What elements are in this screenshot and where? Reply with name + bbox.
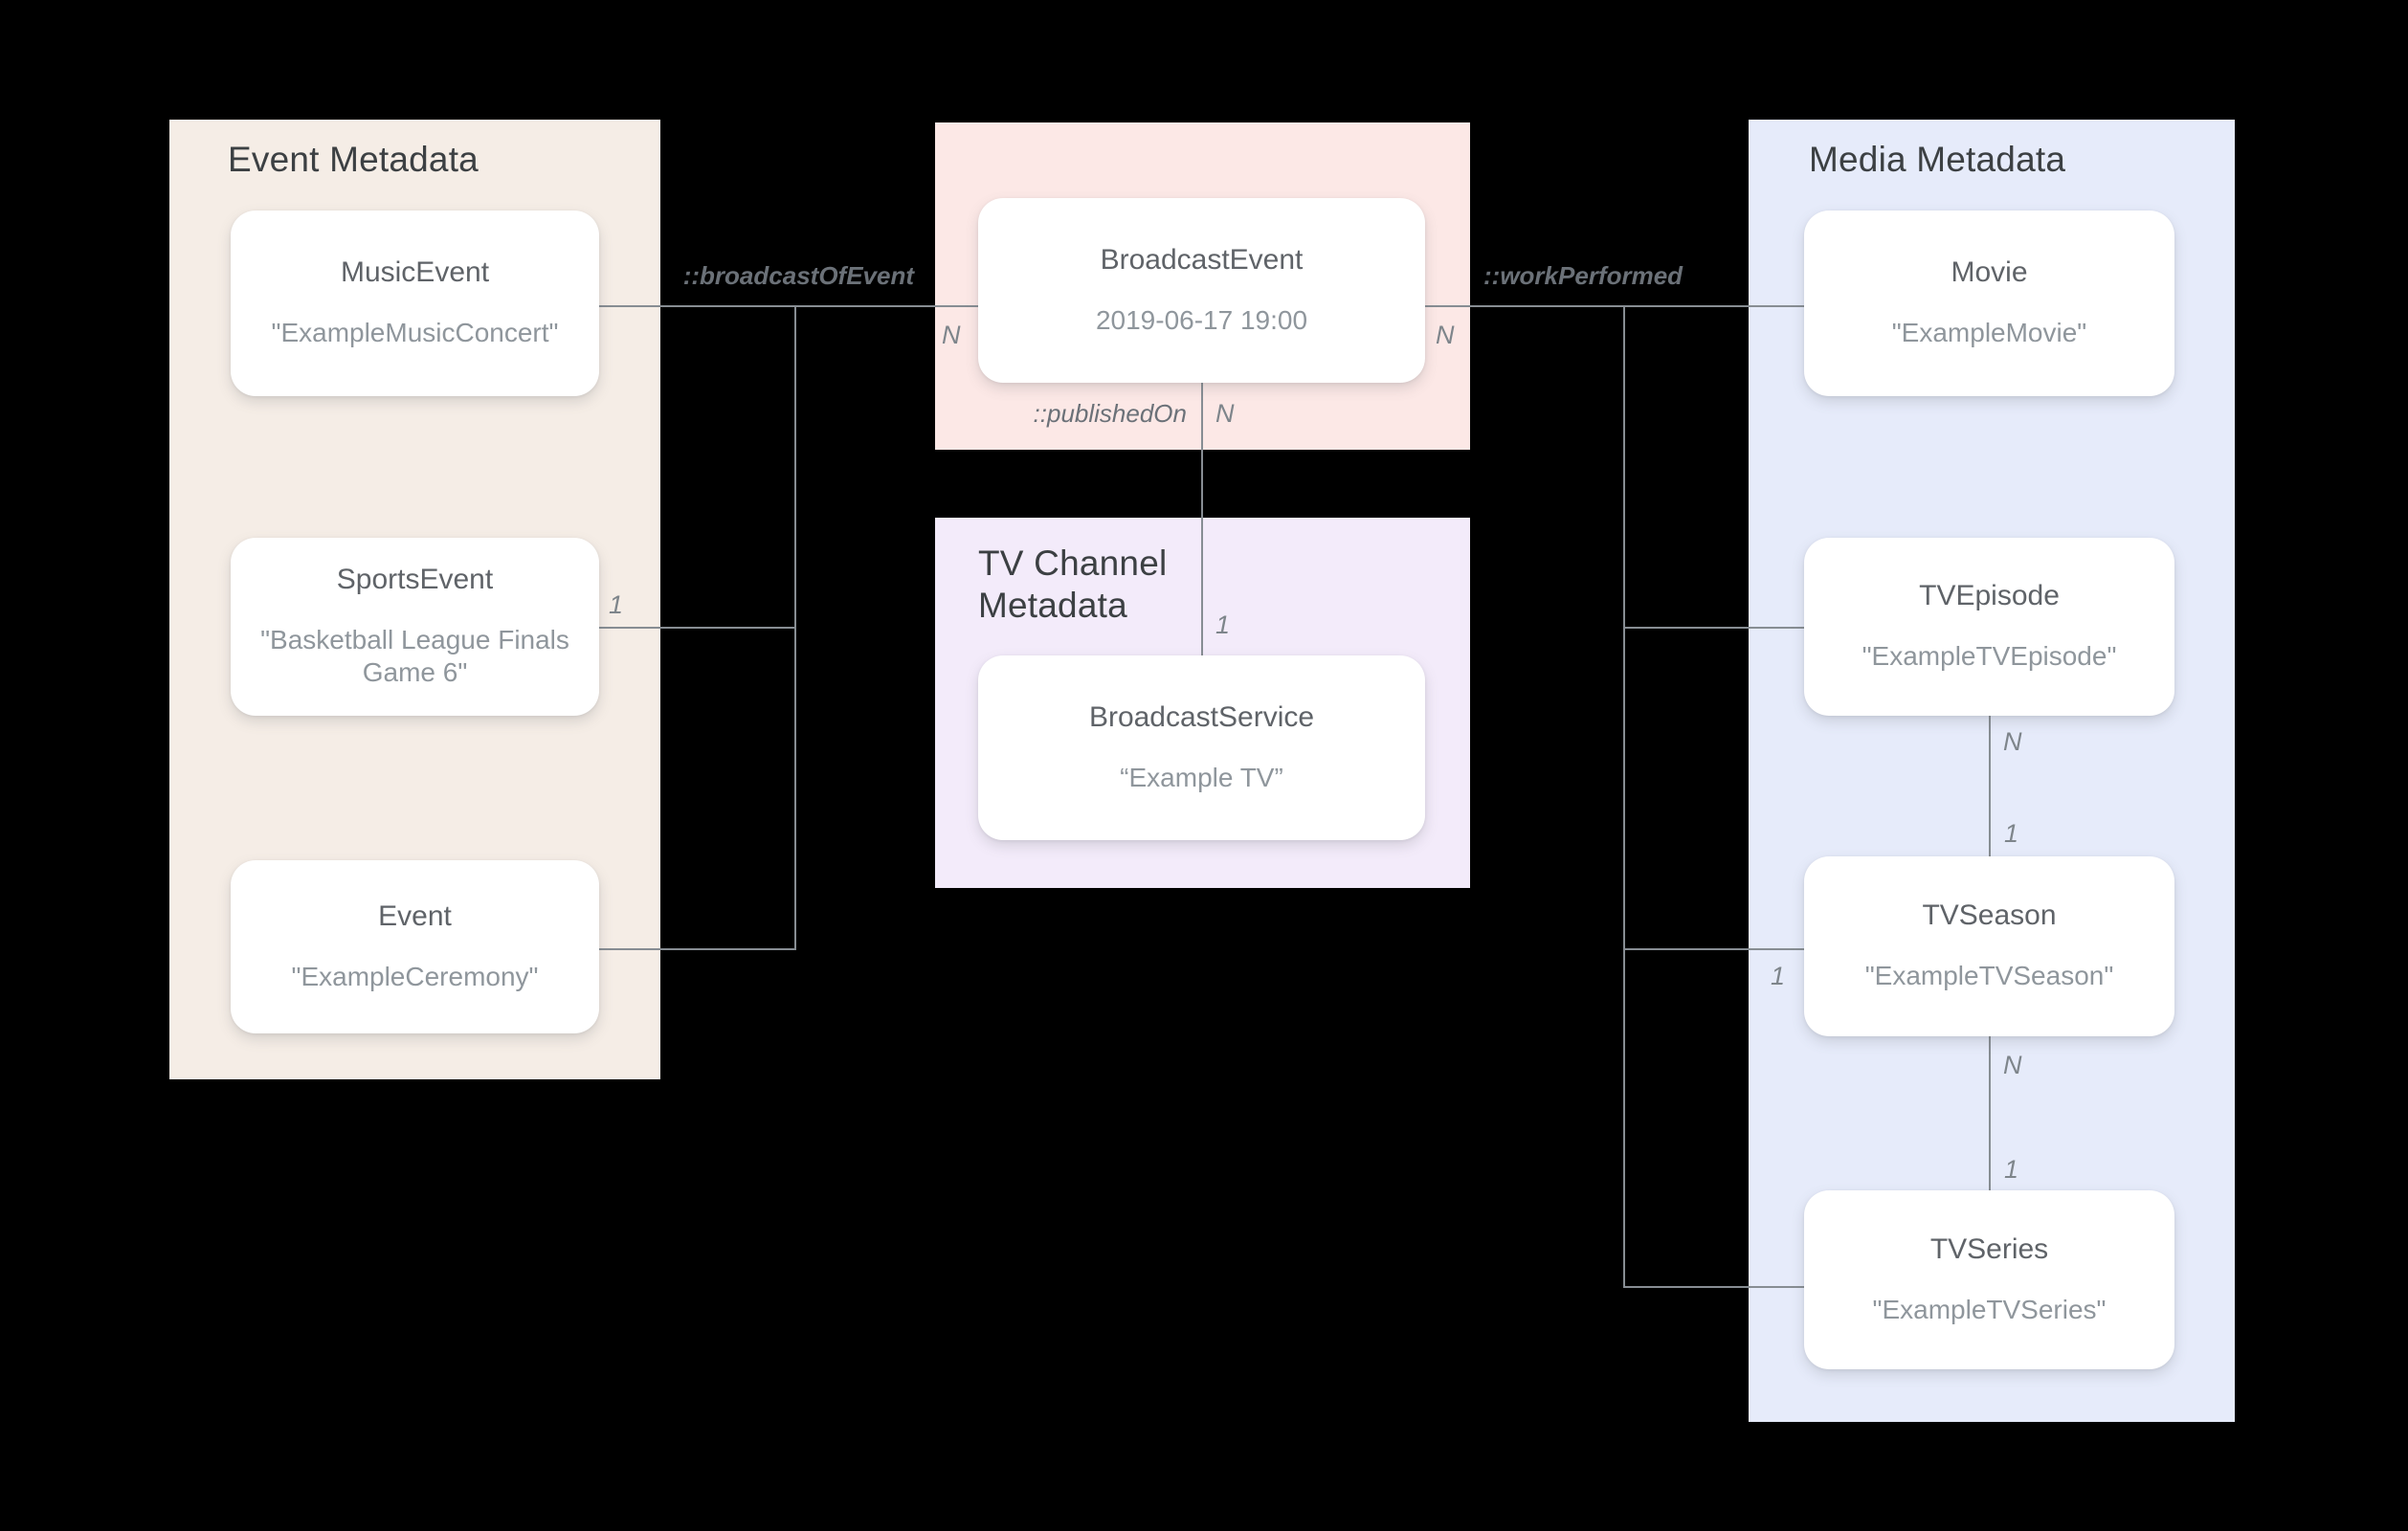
connector-tvseason-tvseries bbox=[1989, 1036, 1991, 1190]
node-broadcast-event: BroadcastEvent 2019-06-17 19:00 bbox=[978, 198, 1425, 383]
connector-event-branch bbox=[599, 948, 796, 950]
multiplicity-season-series-1: 1 bbox=[2004, 1155, 2019, 1184]
node-music-event: MusicEvent "ExampleMusicConcert" bbox=[231, 211, 599, 396]
node-event-title: Event bbox=[378, 899, 452, 932]
node-movie: Movie "ExampleMovie" bbox=[1804, 211, 2174, 396]
node-music-event-subtitle: "ExampleMusicConcert" bbox=[271, 318, 559, 347]
connector-media-trunk bbox=[1623, 305, 1625, 1288]
relation-label-broadcastofevent: ::broadcastOfEvent bbox=[682, 261, 914, 290]
multiplicity-publishedon-1: 1 bbox=[1215, 610, 1231, 639]
node-tv-season-subtitle: "ExampleTVSeason" bbox=[1864, 961, 2114, 990]
connector-tvepisode-tvseason bbox=[1989, 716, 1991, 856]
connector-publishedon bbox=[1201, 383, 1203, 655]
node-broadcast-service-title: BroadcastService bbox=[1088, 700, 1315, 733]
connector-tvepisode-branch bbox=[1623, 627, 1806, 629]
node-event-subtitle: "ExampleCeremony" bbox=[291, 961, 539, 991]
relation-label-workperformed: ::workPerformed bbox=[1483, 261, 1683, 290]
relation-label-publishedon: ::publishedOn bbox=[1033, 399, 1187, 428]
node-music-event-title: MusicEvent bbox=[340, 256, 490, 288]
node-sports-event: SportsEvent "Basketball League Finals Ga… bbox=[231, 538, 599, 716]
multiplicity-episode-season-n: N bbox=[2003, 727, 2022, 756]
connector-musicevent-broadcastevent bbox=[599, 305, 978, 307]
node-broadcast-service-subtitle: “Example TV” bbox=[1120, 762, 1283, 792]
multiplicity-sportsevent-1: 1 bbox=[609, 590, 624, 619]
node-tv-season-title: TVSeason bbox=[1922, 899, 2057, 931]
node-broadcast-event-subtitle: 2019-06-17 19:00 bbox=[1095, 304, 1308, 335]
node-tv-series-title: TVSeries bbox=[1929, 1232, 2049, 1265]
node-sports-event-title: SportsEvent bbox=[336, 564, 494, 595]
multiplicity-episode-season-1: 1 bbox=[2004, 819, 2019, 848]
multiplicity-workperformed-n: N bbox=[1436, 321, 1455, 349]
node-event: Event "ExampleCeremony" bbox=[231, 860, 599, 1033]
panel-tv-channel-metadata-title: TV Channel Metadata bbox=[978, 544, 1168, 625]
connector-tvseries-branch bbox=[1623, 1286, 1806, 1288]
node-tv-episode-subtitle: "ExampleTVEpisode" bbox=[1862, 641, 2117, 671]
node-tv-episode-title: TVEpisode bbox=[1919, 580, 2060, 611]
node-movie-subtitle: "ExampleMovie" bbox=[1891, 318, 2087, 347]
connector-tvseason-branch bbox=[1623, 948, 1806, 950]
multiplicity-tvseason-branch-1: 1 bbox=[1771, 962, 1786, 990]
node-tv-series-subtitle: "ExampleTVSeries" bbox=[1872, 1294, 2107, 1324]
node-sports-event-subtitle: "Basketball League Finals Game 6" bbox=[260, 625, 569, 687]
panel-event-metadata-title: Event Metadata bbox=[228, 140, 479, 179]
node-broadcast-event-title: BroadcastEvent bbox=[1100, 243, 1304, 276]
connector-broadcastevent-movie bbox=[1425, 305, 1804, 307]
node-tv-episode: TVEpisode "ExampleTVEpisode" bbox=[1804, 538, 2174, 716]
connector-sportsevent-branch bbox=[599, 627, 796, 629]
panel-media-metadata-title: Media Metadata bbox=[1809, 140, 2066, 179]
node-broadcast-service: BroadcastService “Example TV” bbox=[978, 655, 1425, 840]
multiplicity-broadcastofevent-n: N bbox=[942, 321, 961, 349]
multiplicity-season-series-n: N bbox=[2003, 1051, 2022, 1079]
node-tv-season: TVSeason "ExampleTVSeason" bbox=[1804, 856, 2174, 1036]
multiplicity-publishedon-n: N bbox=[1215, 399, 1235, 428]
node-movie-title: Movie bbox=[1951, 256, 2028, 288]
node-tv-series: TVSeries "ExampleTVSeries" bbox=[1804, 1190, 2174, 1369]
